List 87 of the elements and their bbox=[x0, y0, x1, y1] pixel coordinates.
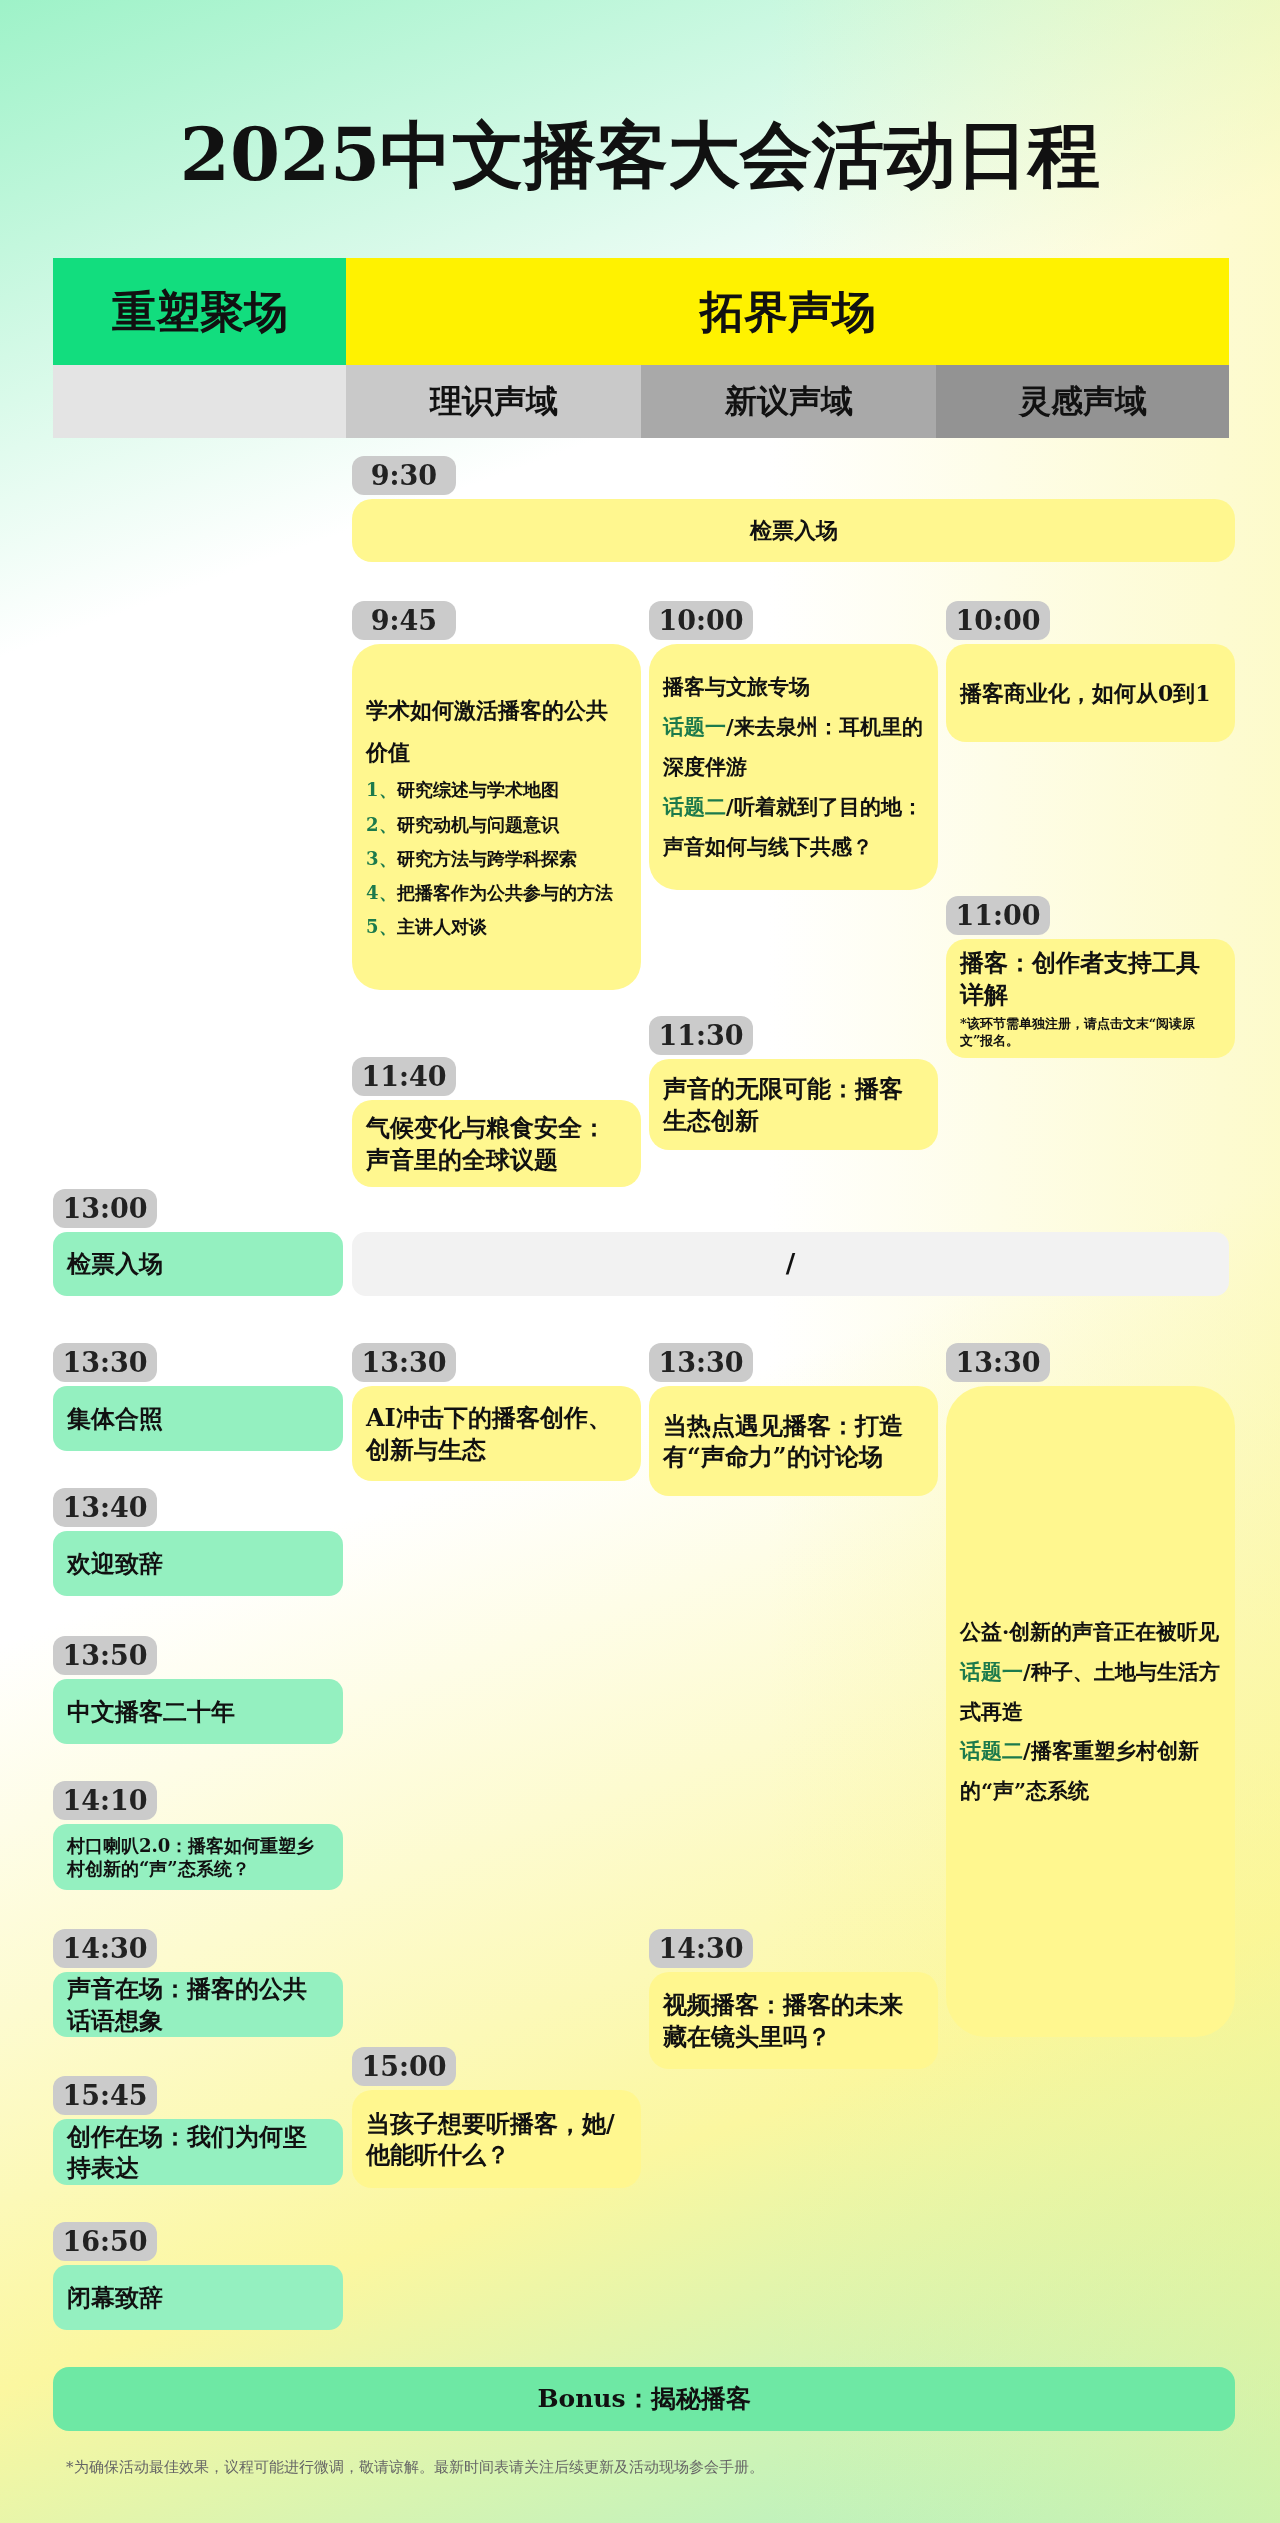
time-chip: 14:30 bbox=[649, 1929, 753, 1968]
session-title: 检票入场 bbox=[67, 1248, 164, 1280]
topic-line: 话题二/听着就到了目的地：声音如何与线下共感？ bbox=[663, 792, 924, 861]
session-title: 创作在场：我们为何坚持表达 bbox=[67, 2120, 308, 2184]
header-cell bbox=[641, 365, 936, 438]
session-title: 当热点遇见播客：打造有“声命力”的讨论场 bbox=[663, 1409, 904, 1473]
header-cell bbox=[936, 365, 1229, 438]
session-card bbox=[352, 644, 641, 990]
time-chip: 11:00 bbox=[946, 896, 1050, 935]
topic-line: 4、把播客作为公共参与的方法 bbox=[366, 880, 614, 905]
time-chip: 15:45 bbox=[53, 2076, 157, 2115]
header-cell bbox=[53, 258, 346, 365]
session-title: 当孩子想要听播客，她/他能听什么？ bbox=[366, 2107, 616, 2171]
session-title: 公益·创新的声音正在被听见 bbox=[960, 1617, 1221, 1646]
session-card bbox=[53, 1972, 343, 2037]
session-title: 播客：创作者支持工具详解 bbox=[960, 947, 1201, 1010]
session-card bbox=[53, 1824, 343, 1890]
time-chip: 10:00 bbox=[946, 601, 1050, 640]
time-chip: 16:50 bbox=[53, 2222, 157, 2261]
session-card bbox=[946, 644, 1235, 742]
session-title: 气候变化与粮食安全：声音里的全球议题 bbox=[366, 1112, 607, 1175]
session-card bbox=[53, 1531, 343, 1596]
session-card bbox=[53, 2367, 1235, 2431]
time-chip: 14:10 bbox=[53, 1781, 157, 1820]
session-note: *该环节需单独注册，请点击文末“阅读原文”报名。 bbox=[960, 1015, 1197, 1050]
header-text: 新议声域 bbox=[723, 380, 854, 422]
header-cell bbox=[53, 365, 346, 438]
session-card bbox=[352, 2090, 641, 2188]
session-card bbox=[53, 2265, 343, 2330]
session-title: AI冲击下的播客创作、创新与生态 bbox=[366, 1402, 613, 1465]
session-card bbox=[649, 1972, 938, 2069]
session-card bbox=[352, 1232, 1229, 1296]
session-card bbox=[649, 1059, 938, 1150]
session-title: 视频播客：播客的未来藏在镜头里吗？ bbox=[663, 1989, 904, 2052]
session-card bbox=[352, 1100, 641, 1187]
session-card bbox=[352, 1386, 641, 1481]
header-text: 灵感声域 bbox=[1017, 380, 1148, 422]
session-card bbox=[649, 644, 938, 890]
session-card bbox=[53, 2119, 343, 2185]
time-chip: 13:30 bbox=[649, 1343, 753, 1382]
topic-line: 2、研究动机与问题意识 bbox=[366, 812, 560, 837]
session-card bbox=[53, 1679, 343, 1744]
time-chip: 13:40 bbox=[53, 1488, 157, 1527]
time-chip: 15:00 bbox=[352, 2047, 456, 2086]
session-card bbox=[53, 1232, 343, 1296]
session-title: 中文播客二十年 bbox=[67, 1695, 236, 1728]
session-title: Bonus：揭秘播客 bbox=[536, 2382, 752, 2415]
session-card bbox=[649, 1386, 938, 1496]
header-text: 重塑聚场 bbox=[110, 284, 289, 339]
session-title: 闭幕致辞 bbox=[67, 2281, 164, 2314]
topic-line: 话题一/来去泉州：耳机里的深度伴游 bbox=[663, 713, 924, 782]
header-text: 拓界声场 bbox=[698, 284, 877, 339]
topic-line: 话题二/播客重塑乡村创新的“声”态系统 bbox=[960, 1737, 1200, 1806]
header-cell bbox=[346, 258, 1229, 365]
session-title: 播客商业化，如何从0到1 bbox=[960, 678, 1212, 708]
session-title: 声音在场：播客的公共话语想象 bbox=[67, 1973, 308, 2036]
time-chip: 13:30 bbox=[946, 1343, 1050, 1382]
session-title: 欢迎致辞 bbox=[67, 1547, 164, 1580]
time-chip: 9:30 bbox=[352, 456, 456, 495]
time-chip: 10:00 bbox=[649, 601, 753, 640]
session-card bbox=[352, 499, 1235, 562]
session-card bbox=[946, 1386, 1235, 2037]
topic-line: 1、研究综述与学术地图 bbox=[366, 778, 560, 803]
footnote: *为确保活动最佳效果，议程可能进行微调，敬请谅解。最新时间表请关注后续更新及活动现场参会手册。 bbox=[66, 2458, 765, 2477]
topic-line: 5、主讲人对谈 bbox=[366, 915, 488, 940]
topic-line: 话题一/种子、土地与生活方式再造 bbox=[960, 1657, 1221, 1726]
time-chip: 14:30 bbox=[53, 1929, 157, 1968]
session-card bbox=[53, 1386, 343, 1451]
session-title: 学术如何激活播客的公共价值 bbox=[366, 695, 609, 767]
time-chip: 9:45 bbox=[352, 601, 456, 640]
session-title: 村口喇叭2.0：播客如何重塑乡村创新的“声”态系统？ bbox=[67, 1833, 316, 1881]
session-title: 检票入场 bbox=[748, 516, 839, 545]
page-title: 2025中文播客大会活动日程 bbox=[178, 111, 1102, 199]
topic-line: 3、研究方法与跨学科探索 bbox=[366, 846, 578, 871]
session-card bbox=[946, 939, 1235, 1058]
time-chip: 11:40 bbox=[352, 1057, 456, 1096]
session-title: 集体合照 bbox=[67, 1402, 164, 1435]
header-cell bbox=[346, 365, 641, 438]
time-chip: 11:30 bbox=[649, 1016, 753, 1055]
session-title: 播客与文旅专场 bbox=[663, 673, 811, 702]
header-text: 理识声域 bbox=[428, 380, 559, 422]
time-chip: 13:00 bbox=[53, 1189, 157, 1228]
session-title: 声音的无限可能：播客生态创新 bbox=[663, 1073, 904, 1136]
time-chip: 13:50 bbox=[53, 1636, 157, 1675]
session-title: / bbox=[784, 1247, 797, 1281]
time-chip: 13:30 bbox=[53, 1343, 157, 1382]
time-chip: 13:30 bbox=[352, 1343, 456, 1382]
